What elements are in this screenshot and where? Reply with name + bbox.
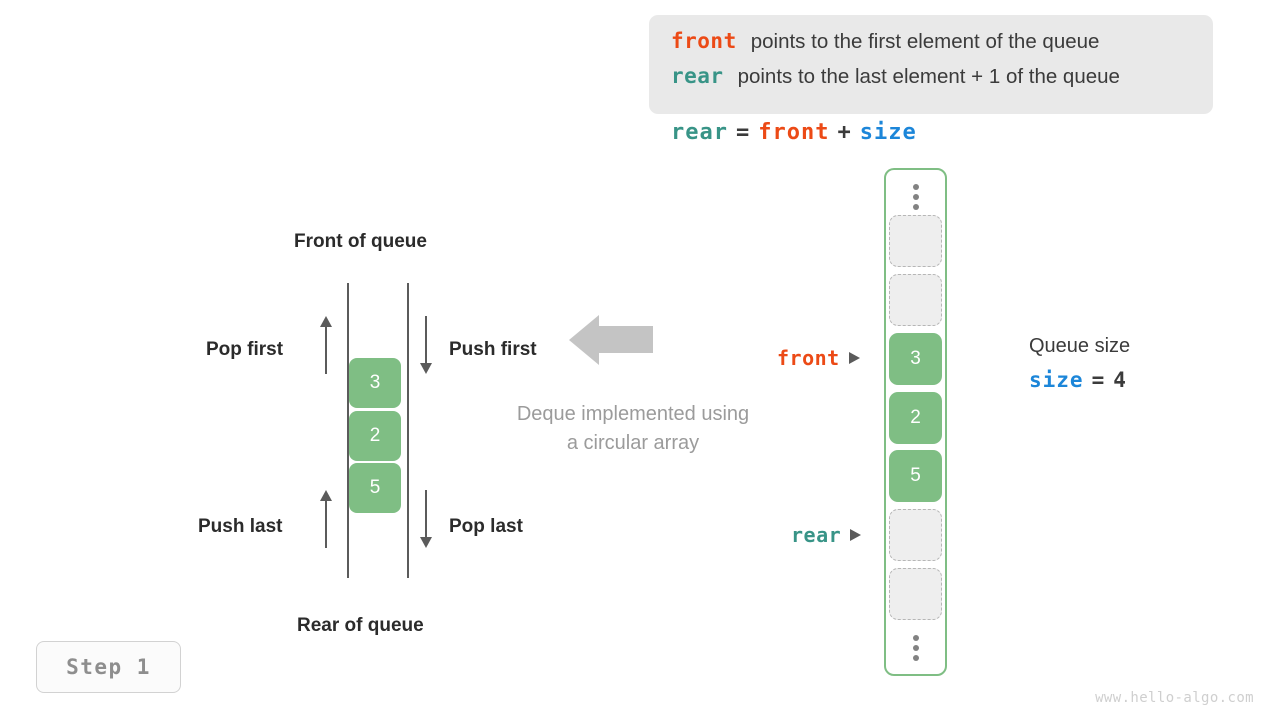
- deque-cell: 5: [349, 463, 401, 513]
- size-var-label: size: [1029, 368, 1084, 392]
- caption-line-1: Deque implemented using: [516, 403, 750, 425]
- formula-equals: =: [735, 120, 751, 145]
- op-label-push-first: Push first: [449, 339, 537, 360]
- push-last-arrow-icon: [319, 490, 333, 548]
- ellipsis-icon-top: [884, 176, 947, 218]
- pointer-front-triangle-icon: [848, 352, 860, 364]
- caption-line-2: a circular array: [566, 432, 700, 454]
- formula-lhs: rear: [671, 120, 728, 145]
- pointer-front-label: front: [777, 346, 840, 370]
- pointer-rear-triangle-icon: [850, 529, 862, 541]
- legend-line-rear: rear points to the last element + 1 of t…: [671, 64, 1191, 99]
- deque-rear-label: Rear of queue: [297, 615, 424, 636]
- pop-first-arrow-icon: [319, 316, 333, 374]
- legend-desc-front: points to the first element of the queue: [750, 30, 1100, 53]
- ellipsis-icon-bottom: [884, 627, 947, 669]
- deque-cell: 3: [349, 358, 401, 408]
- legend-var-front: front: [671, 29, 737, 53]
- deque-cell: 2: [349, 411, 401, 461]
- legend-var-rear: rear: [671, 64, 724, 88]
- array-slot-filled: 5: [889, 450, 942, 502]
- legend-desc-rear: points to the last element + 1 of the qu…: [737, 65, 1120, 88]
- deque-rail-left: [347, 283, 349, 578]
- array-slot-empty: [889, 274, 942, 326]
- push-first-arrow-icon: [419, 316, 433, 374]
- queue-size-info: Queue size size = 4: [1029, 335, 1130, 392]
- deque-front-label: Front of queue: [294, 231, 427, 252]
- legend-line-front: front points to the first element of the…: [671, 29, 1191, 64]
- op-label-pop-first: Pop first: [206, 339, 284, 360]
- size-value: 4: [1113, 368, 1127, 392]
- watermark: www.hello-algo.com: [1095, 690, 1254, 706]
- queue-size-expression: size = 4: [1029, 368, 1130, 392]
- array-slot-filled: 2: [889, 392, 942, 444]
- pointer-front: front: [777, 346, 860, 370]
- transform-arrow-icon-body: [597, 326, 653, 353]
- op-label-pop-last: Pop last: [449, 516, 523, 537]
- pointer-rear-label: rear: [791, 523, 842, 547]
- formula-plus: +: [837, 120, 852, 145]
- formula-rear-equals-front-plus-size: rear = front + size: [671, 120, 917, 145]
- formula-rhs-size: size: [859, 120, 917, 145]
- queue-size-title: Queue size: [1029, 335, 1131, 357]
- array-slot-empty: [889, 509, 942, 561]
- op-label-push-last: Push last: [198, 516, 283, 537]
- size-equals: =: [1091, 368, 1106, 392]
- array-slot-filled: 3: [889, 333, 942, 385]
- transform-arrow-icon-head: [569, 315, 599, 365]
- legend-box: front points to the first element of the…: [649, 15, 1213, 114]
- formula-rhs-front: front: [758, 120, 830, 145]
- pointer-rear: rear: [791, 523, 862, 547]
- array-slot-empty: [889, 215, 942, 267]
- pop-last-arrow-icon: [419, 490, 433, 548]
- array-slot-empty: [889, 568, 942, 620]
- deque-rail-right: [407, 283, 409, 578]
- step-badge: Step 1: [36, 641, 181, 693]
- diagram-caption: Deque implemented using a circular array: [473, 400, 793, 458]
